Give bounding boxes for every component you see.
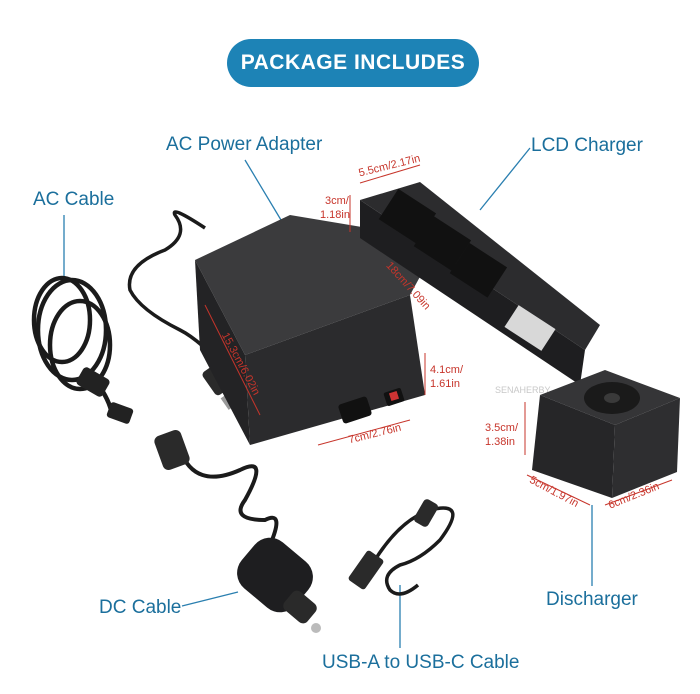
header-title: PACKAGE INCLUDES <box>227 39 479 87</box>
dc-cable-label: DC Cable <box>99 597 182 618</box>
adapter-dc-cord <box>127 210 234 377</box>
dc-cable-leader <box>181 591 239 607</box>
discharger-label: Discharger <box>546 589 638 610</box>
watermark-text: SENAHERBY <box>495 385 551 395</box>
ac-plug-icon <box>76 367 110 397</box>
discharger-image <box>532 370 680 498</box>
ac-connector-icon <box>106 402 134 424</box>
charger-height-dimension-a: 3cm/ <box>325 195 349 207</box>
dc-cord <box>178 449 279 546</box>
usb-cable-label: USB-A to USB-C Cable <box>322 652 520 673</box>
dc-plug-icon <box>154 429 190 471</box>
adapter-height-dimension-b: 1.61in <box>430 378 460 390</box>
lcd-charger-label: LCD Charger <box>531 135 643 156</box>
adapter-height-dimension-a: 4.1cm/ <box>430 364 464 376</box>
car-plug-image <box>237 537 321 633</box>
usb-cord <box>373 506 455 596</box>
dimension-lines <box>204 164 673 506</box>
discharger-height-dimension-b: 1.38in <box>485 436 515 448</box>
charger-height-dimension-b: 1.18in <box>320 209 350 221</box>
ac-power-adapter-label: AC Power Adapter <box>166 134 323 155</box>
lcd-charger-image <box>360 182 600 385</box>
lcd-charger-leader <box>479 147 531 211</box>
usb-a-plug-icon <box>348 550 384 590</box>
discharger-height-dimension-a: 3.5cm/ <box>485 422 519 434</box>
ac-cable-label: AC Cable <box>33 189 115 210</box>
usb-c-plug-icon <box>414 499 438 527</box>
lcd-screen <box>504 305 556 351</box>
